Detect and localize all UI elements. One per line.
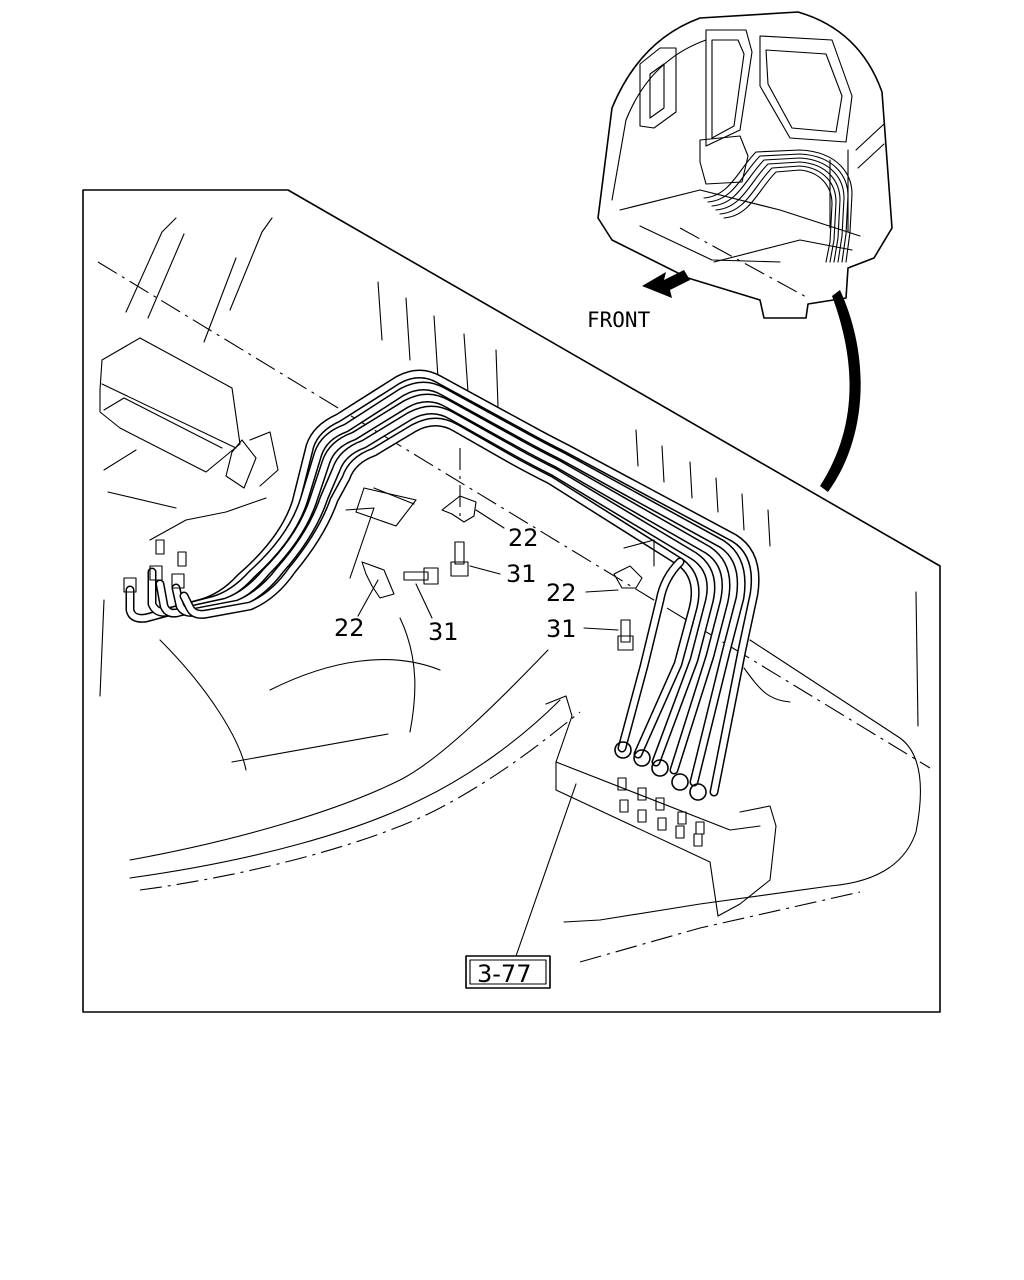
callout-bolt-right: 31: [546, 615, 577, 643]
joint-block-connectors: [617, 777, 705, 847]
cab-overview-inset: [597, 11, 893, 319]
zoom-pointer-arrow: [820, 290, 861, 492]
pipe-fitting: [651, 759, 669, 777]
callout-bolt-left: 31: [428, 618, 459, 646]
bolt-upper-part: [450, 541, 469, 577]
callout-bolt-upper: 31: [506, 560, 537, 588]
pipe-fitting: [633, 749, 651, 767]
page-reference-box: 3-77: [465, 955, 551, 989]
pipe-fitting: [671, 773, 689, 791]
front-arrow-icon: [642, 270, 690, 298]
clip-right-part: [613, 539, 655, 589]
callout-clip-upper: 22: [508, 524, 539, 552]
detail-frame: [82, 189, 941, 1013]
pipe-end-fittings: [614, 741, 707, 801]
bolt-left-part: [403, 567, 439, 585]
pipe-fitting: [614, 741, 632, 759]
frame-floor-structure: [97, 217, 931, 963]
front-direction-indicator: FRONT: [587, 270, 690, 332]
clip-upper-part: [441, 448, 477, 523]
clip-left-part: [345, 507, 395, 599]
callout-clip-left: 22: [334, 614, 365, 642]
front-label: FRONT: [587, 308, 651, 332]
page-reference-border: [465, 955, 551, 989]
callout-clip-right: 22: [546, 579, 577, 607]
callout-labels: 22 31 22 31 22 31: [334, 524, 577, 646]
bolt-right-part: [617, 619, 634, 651]
callout-leaders: [357, 509, 619, 957]
page-reference-label: 3-77: [477, 960, 531, 988]
pipe-fitting: [689, 783, 707, 801]
brake-pipe-bundle-overview: [703, 149, 853, 263]
brake-pipe-bundle: [125, 369, 760, 797]
left-pipe-fittings: [123, 539, 187, 593]
